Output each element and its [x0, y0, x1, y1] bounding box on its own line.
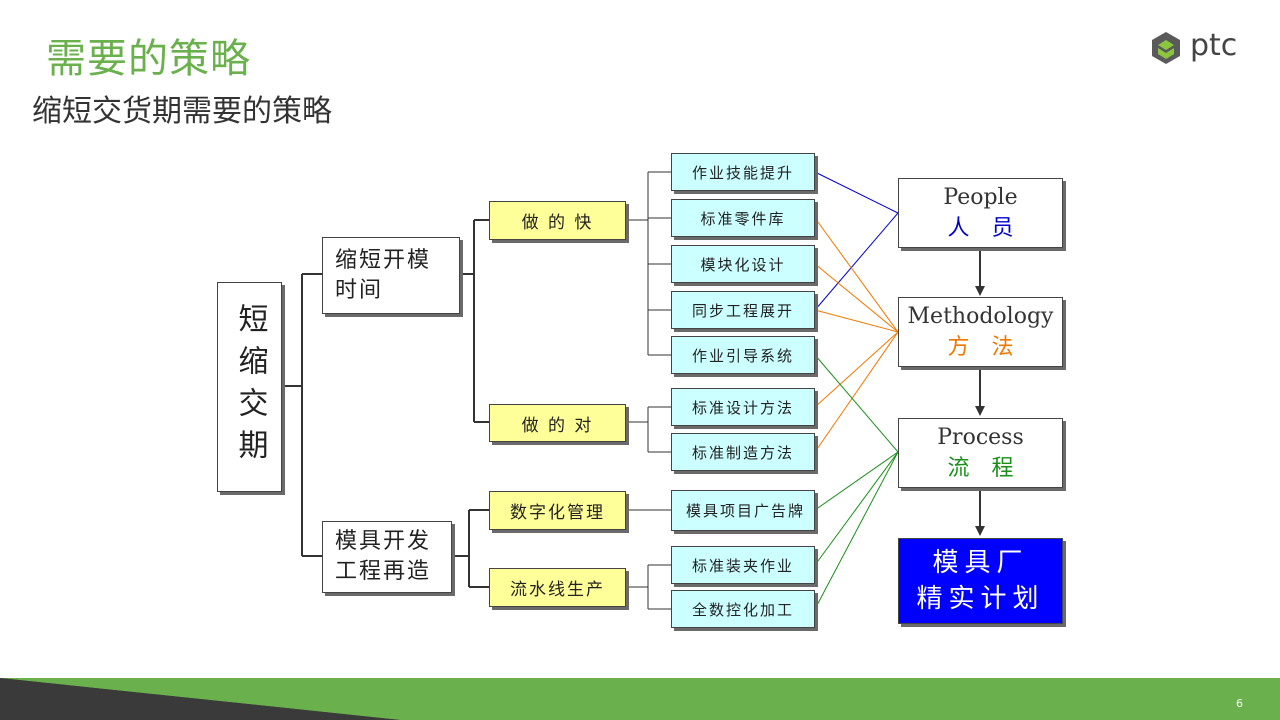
page-subtitle: 缩短交货期需要的策略 [32, 94, 332, 129]
level2-do-fast: 做 的 快 [489, 201, 626, 240]
page-number: 6 [1236, 697, 1243, 710]
level3-item: 标准装夹作业 [671, 546, 815, 584]
category-methodology-zh: 方法 [947, 334, 1036, 360]
category-process-zh: 流程 [947, 455, 1036, 481]
level3-item: 标准制造方法 [671, 433, 815, 471]
result-plan-box: 模具厂 精实计划 [898, 538, 1063, 624]
category-people: People 人员 [898, 178, 1063, 248]
root-node: 短缩交期 [217, 282, 282, 492]
level3-item: 标准零件库 [671, 199, 815, 237]
level2-do-right: 做 的 对 [489, 404, 626, 442]
level1-shorten-mold-time: 缩短开模时间 [322, 237, 460, 314]
ptc-logo-icon [1152, 32, 1180, 64]
level3-item: 作业技能提升 [671, 153, 815, 191]
level3-item: 作业引导系统 [671, 336, 815, 374]
category-methodology-en: Methodology [907, 303, 1054, 329]
result-line-2: 精实计划 [916, 584, 1045, 614]
category-process: Process 流程 [898, 418, 1063, 488]
level3-item: 标准设计方法 [671, 388, 815, 426]
level3-item: 全数控化加工 [671, 590, 815, 628]
level3-item: 模块化设计 [671, 245, 815, 283]
level1-mold-dev-reengineering: 模具开发工程再造 [322, 521, 452, 593]
category-people-en: People [943, 184, 1018, 210]
logo-text: ptc [1190, 28, 1238, 63]
page-title: 需要的策略 [46, 36, 251, 82]
category-process-en: Process [937, 424, 1024, 450]
category-methodology: Methodology 方法 [898, 297, 1063, 367]
level2-assembly-line: 流水线生产 [489, 568, 626, 607]
level3-item: 模具项目广告牌 [671, 490, 815, 531]
category-people-zh: 人员 [947, 215, 1036, 241]
result-line-1: 模具厂 [932, 548, 1029, 578]
level2-digital-management: 数字化管理 [489, 491, 626, 530]
level3-item: 同步工程展开 [671, 291, 815, 329]
footer-band [0, 678, 1280, 720]
